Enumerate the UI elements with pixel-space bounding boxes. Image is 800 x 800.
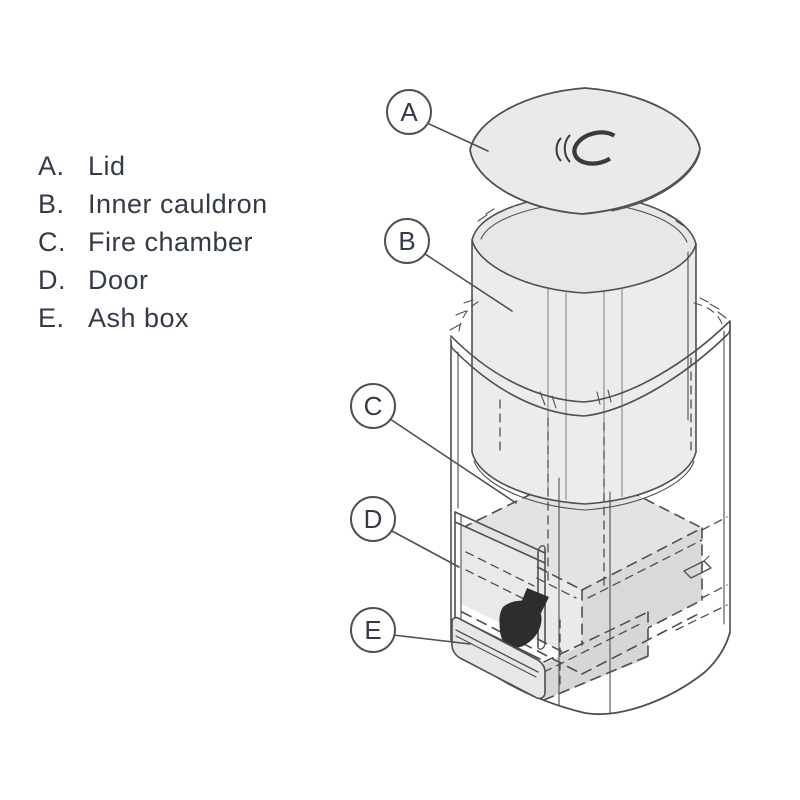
ash-box-drawing bbox=[461, 611, 703, 701]
ash-drawer-front bbox=[451, 616, 546, 700]
callout-circle-d bbox=[350, 496, 396, 542]
inner-cauldron-drawing bbox=[471, 193, 697, 511]
callout-circle-b bbox=[384, 218, 430, 264]
lid-handle-icon bbox=[572, 130, 622, 166]
legend-name: Lid bbox=[88, 151, 126, 181]
legend-letter: B. bbox=[38, 189, 65, 219]
callout-circle-a bbox=[386, 89, 432, 135]
legend-name: Inner cauldron bbox=[88, 189, 268, 219]
legend-name: Fire chamber bbox=[88, 227, 253, 257]
callout-circle-c bbox=[350, 383, 396, 429]
callout-e: E bbox=[350, 607, 471, 653]
legend-item-ash-box: E. Ash box bbox=[38, 303, 189, 333]
legend-letter: C. bbox=[38, 227, 66, 257]
callout-c: C bbox=[350, 383, 517, 504]
legend-name: Ash box bbox=[88, 303, 189, 333]
callout-letter-e: E bbox=[364, 615, 381, 645]
body-front-corner-edges bbox=[558, 477, 611, 715]
body-rim-collar bbox=[449, 297, 731, 417]
callout-letter-d: D bbox=[364, 504, 383, 534]
callout-circle-e bbox=[350, 607, 396, 653]
hidden-edge-dashes-inner bbox=[499, 357, 692, 587]
legend-item-fire-chamber: C. Fire chamber bbox=[38, 227, 253, 257]
legend-letter: E. bbox=[38, 303, 65, 333]
callout-d: D bbox=[350, 496, 460, 568]
legend-name: Door bbox=[88, 265, 149, 295]
legend-item-inner-cauldron: B. Inner cauldron bbox=[38, 189, 268, 219]
door-handle bbox=[521, 588, 549, 613]
legend-letter: D. bbox=[38, 265, 66, 295]
callout-b: B bbox=[384, 218, 513, 312]
callout-letter-b: B bbox=[398, 226, 415, 256]
callout-a: A bbox=[386, 89, 489, 152]
hidden-edge-dashes-right bbox=[675, 516, 728, 631]
lid-drawing bbox=[469, 87, 701, 215]
door-handle-grip bbox=[499, 600, 542, 648]
callout-letter-c: C bbox=[364, 391, 383, 421]
legend-item-door: D. Door bbox=[38, 265, 149, 295]
legend-letter: A. bbox=[38, 151, 65, 181]
legend-item-lid: A. Lid bbox=[38, 151, 126, 181]
callout-letter-a: A bbox=[400, 97, 418, 127]
legend: A. Lid B. Inner cauldron C. Fire chamber… bbox=[38, 151, 268, 333]
